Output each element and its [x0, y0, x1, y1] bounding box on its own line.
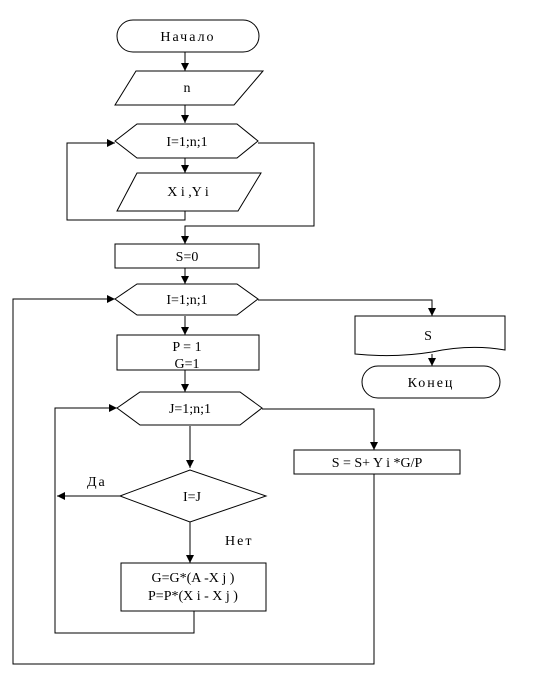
input-n-parallelogram: n — [114, 70, 265, 106]
sum-update-label: S = S+ Y i *G/P — [332, 456, 423, 471]
loop-i-second-label: I=1;n;1 — [166, 293, 207, 308]
start-terminal: Начало — [116, 19, 260, 53]
loop-i-first-hexagon: I=1;n;1 — [114, 123, 259, 159]
yes-label: Да — [87, 475, 107, 490]
calc-g-label: G=G*(A -X j ) — [152, 571, 235, 586]
init-g-label: G=1 — [174, 357, 199, 372]
output-s-label: S — [424, 329, 432, 344]
start-label: Начало — [160, 30, 215, 45]
loop-j-label: J=1;n;1 — [169, 402, 211, 417]
sum-update-process: S = S+ Y i *G/P — [293, 449, 461, 475]
init-pg-process: P = 1 G=1 — [116, 334, 260, 372]
init-s-process: S=0 — [114, 243, 260, 269]
condition-decision: I=J — [118, 469, 268, 523]
loop-j-hexagon: J=1;n;1 — [116, 391, 263, 426]
end-label: Конец — [408, 376, 455, 391]
calc-p-label: P=P*(X i - X j ) — [148, 589, 238, 604]
input-xy-parallelogram: X i ,Y i — [116, 172, 262, 212]
condition-label: I=J — [183, 490, 202, 505]
init-p-label: P = 1 — [172, 340, 201, 355]
output-s-document: S — [354, 315, 506, 357]
input-xy-label: X i ,Y i — [167, 185, 209, 200]
end-terminal: Конец — [361, 365, 501, 399]
input-n-label: n — [184, 81, 191, 96]
loop-i-first-label: I=1;n;1 — [166, 135, 207, 150]
init-s-label: S=0 — [176, 250, 199, 265]
calc-gp-process: G=G*(A -X j ) P=P*(X i - X j ) — [120, 562, 267, 612]
connectors — [12, 52, 436, 665]
no-label: Нет — [225, 534, 253, 549]
loop-i-second-hexagon: I=1;n;1 — [114, 283, 259, 316]
